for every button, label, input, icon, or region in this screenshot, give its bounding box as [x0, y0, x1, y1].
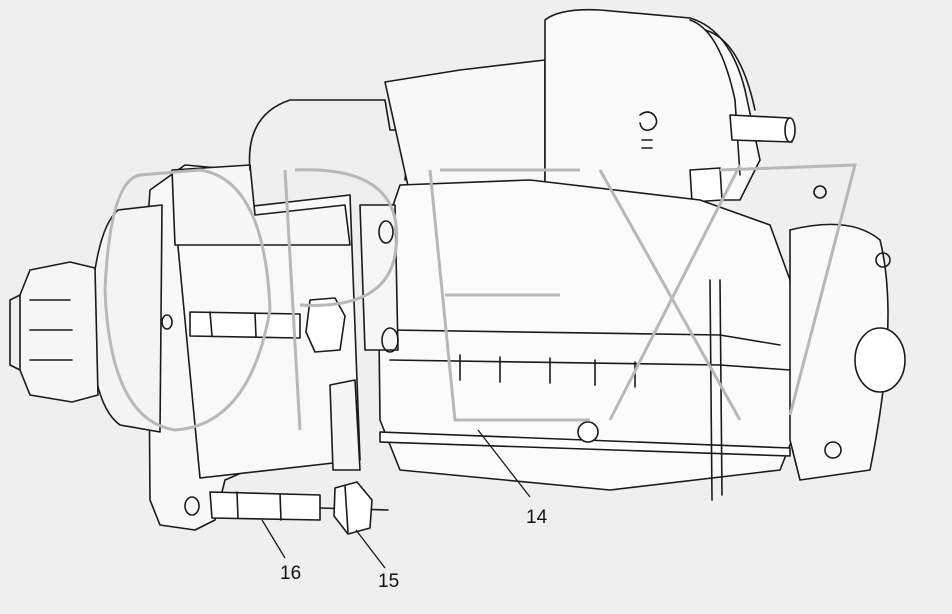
callout-16: 16 [280, 563, 302, 584]
flange-bolt-hole-lower [184, 496, 200, 516]
watermark-outline [103, 163, 857, 432]
solenoid-cylinder [544, 8, 761, 201]
end-cap [789, 223, 889, 481]
nut-15 [333, 481, 373, 535]
callout-14: 14 [526, 507, 548, 528]
pinion-teeth [9, 294, 21, 371]
bolt-head [577, 421, 599, 443]
leader-14 [477, 429, 531, 498]
callout-15: 15 [378, 571, 400, 592]
flange-rim [89, 204, 163, 433]
through-bolt [379, 431, 791, 457]
upper-stud [189, 311, 301, 339]
flange-bolt-hole-upper [161, 314, 173, 330]
solenoid-housing [384, 59, 546, 196]
leader-16 [261, 519, 286, 559]
leader-15 [355, 529, 386, 569]
pinion-gear [19, 261, 99, 403]
terminal-nut [689, 167, 723, 203]
end-boss [854, 327, 906, 393]
stud-16 [209, 491, 321, 521]
terminal-post [729, 114, 793, 143]
upper-nut [305, 297, 346, 353]
